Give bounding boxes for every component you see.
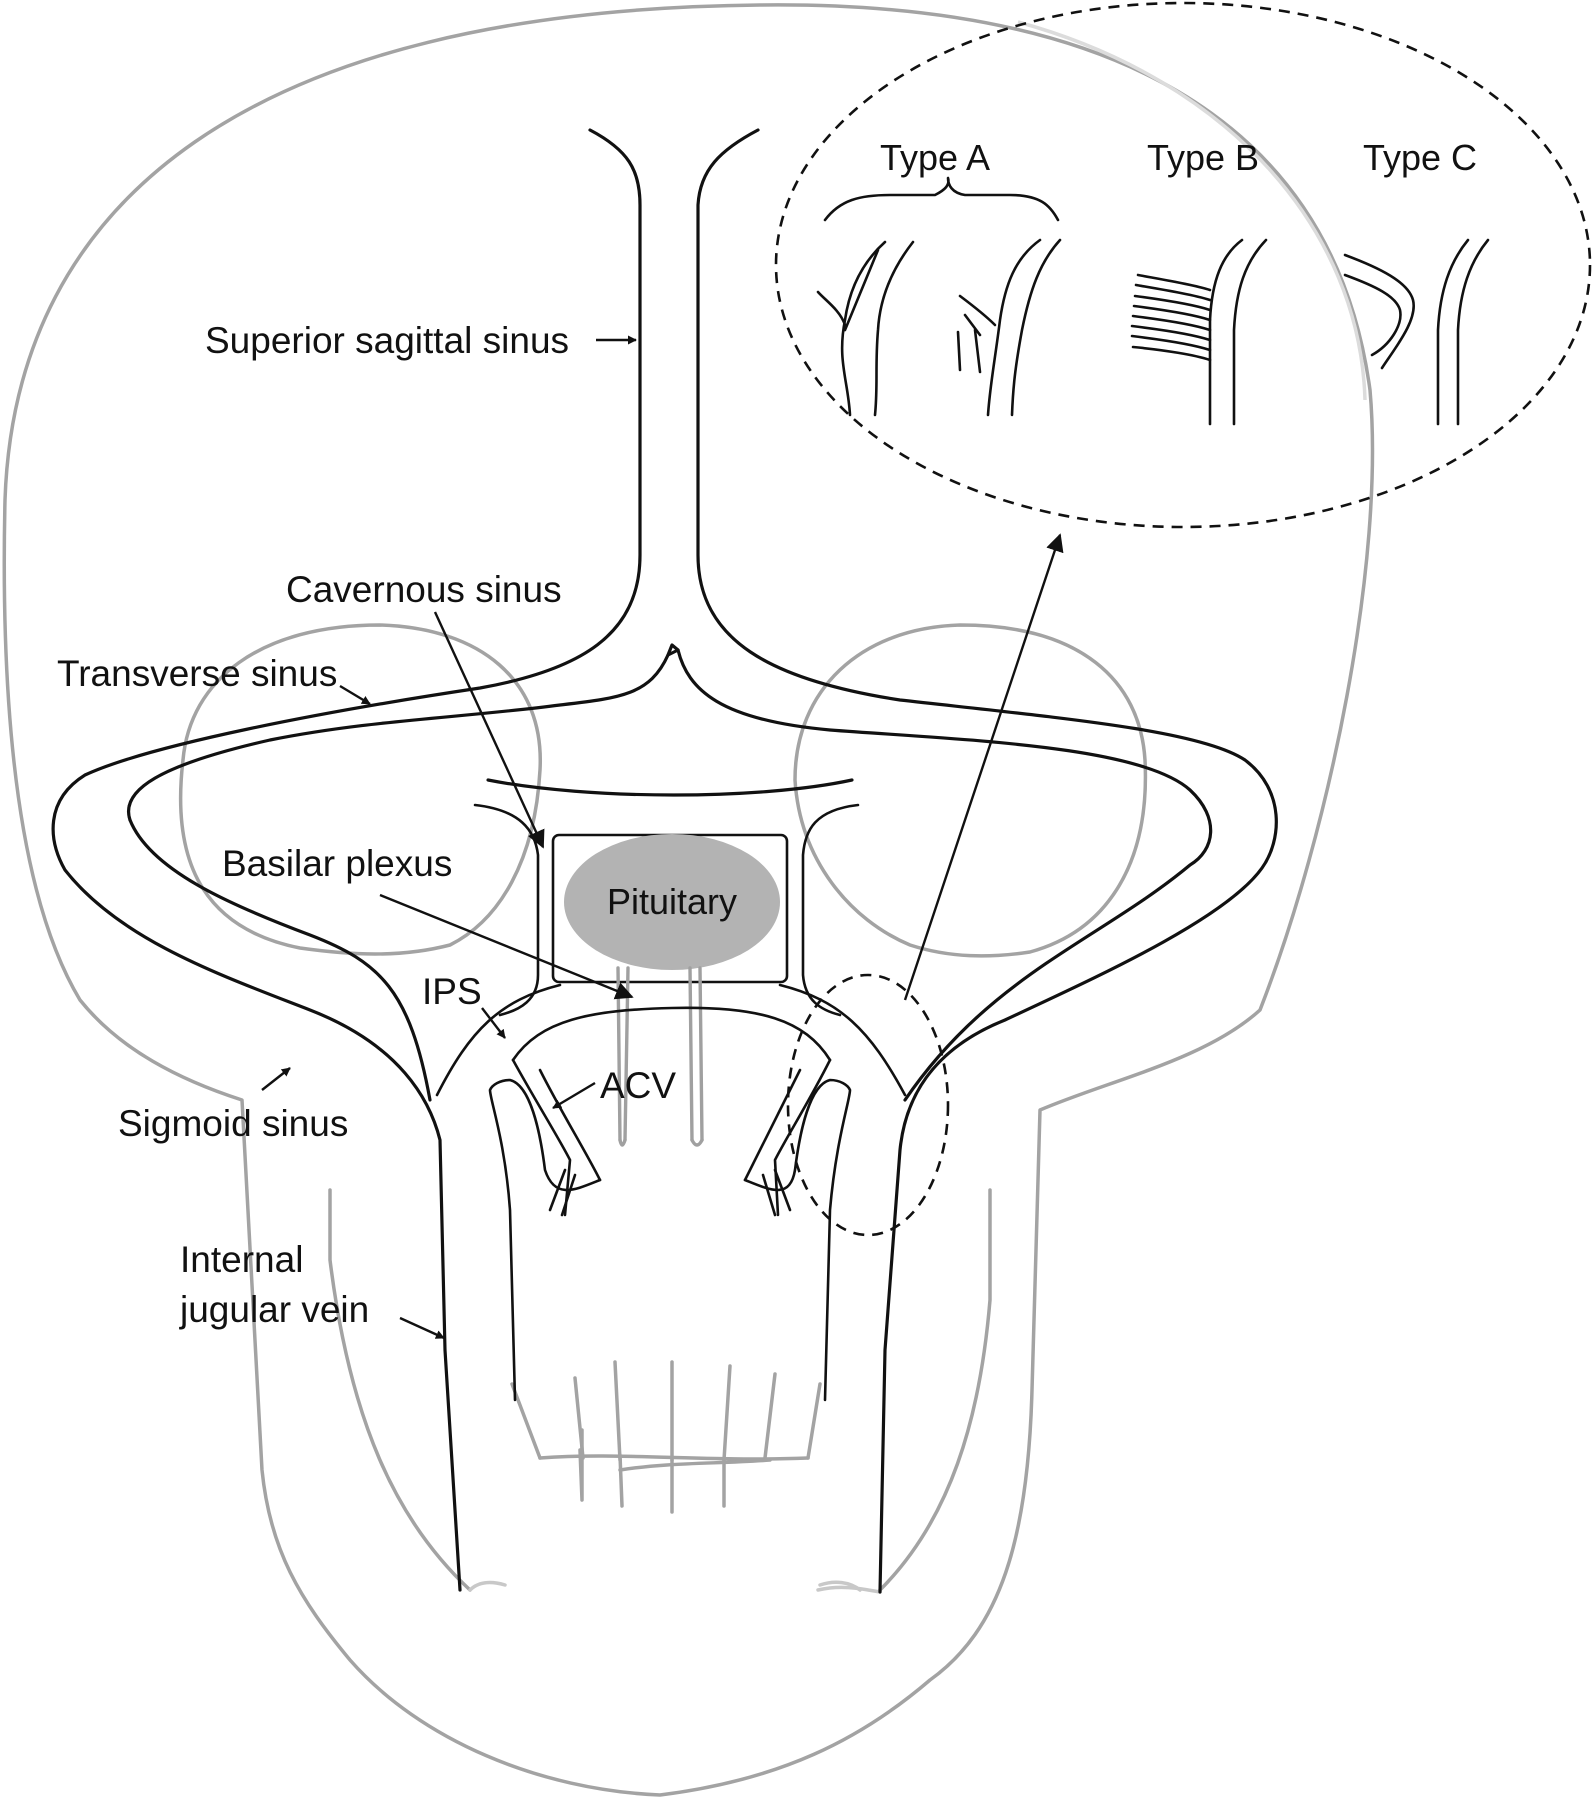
inset-variants: Type A Type B Type C [774,1,1592,529]
label-transverse-sinus: Transverse sinus [57,653,337,694]
junction-highlight-circle [786,973,950,1237]
orbit-left [178,623,542,956]
skull-outline [2,3,1375,1797]
jugular-channels [488,1058,852,1402]
pituitary: Pituitary [564,834,780,970]
labels: Superior sagittal sinus Cavernous sinus … [57,320,676,1330]
inferior-petrosal-sinus [435,983,907,1097]
basilar-plexus [616,966,704,1147]
pituitary-label: Pituitary [607,881,737,922]
transverse-sinus [127,643,1213,1102]
label-sigmoid-sinus: Sigmoid sinus [118,1103,348,1144]
type-b-label: Type B [1147,137,1259,178]
type-c-label: Type C [1363,137,1477,178]
label-internal-jugular-vein-line2: jugular vein [179,1289,369,1330]
label-acv: ACV [600,1065,676,1106]
label-ips: IPS [422,971,482,1012]
jaw-region [328,1188,992,1594]
superior-sagittal-sinus [51,128,1278,1594]
label-internal-jugular-vein-line1: Internal [180,1239,303,1280]
leader-lines [261,335,1064,1340]
type-a-label: Type A [880,137,990,178]
cavernous-sinus [473,778,860,1017]
label-cavernous-sinus: Cavernous sinus [286,569,562,610]
orbit-right [793,623,1148,958]
label-basilar-plexus: Basilar plexus [222,843,452,884]
label-superior-sagittal-sinus: Superior sagittal sinus [205,320,569,361]
